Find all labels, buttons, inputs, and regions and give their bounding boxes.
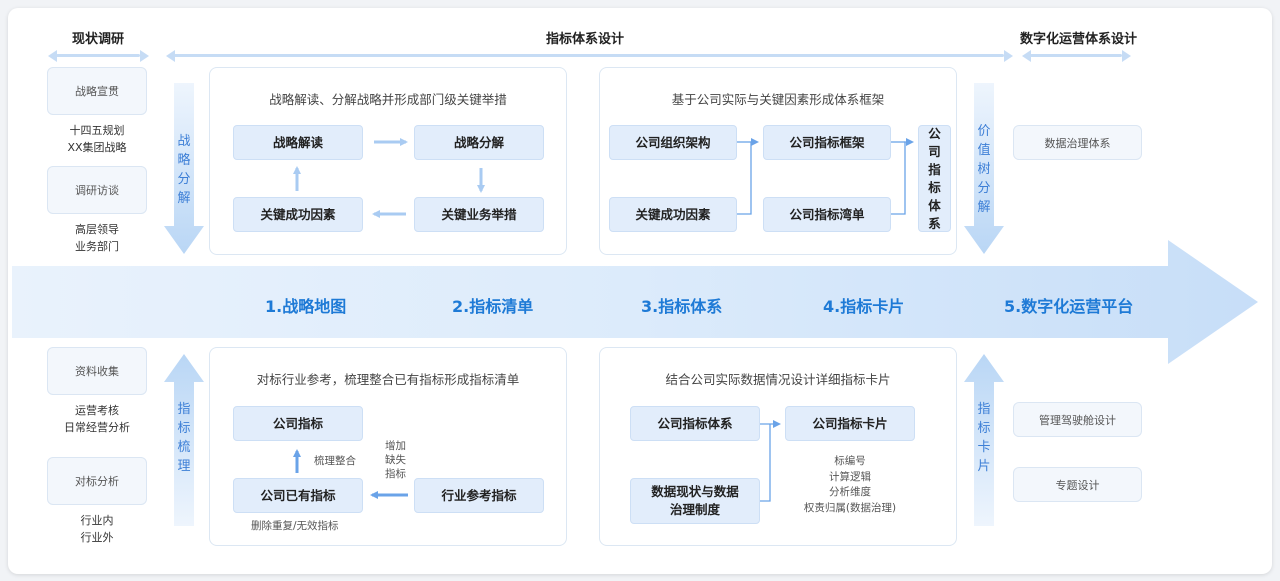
right-box-cockpit: 管理驾驶舱设计 [1013,402,1142,437]
conn-tr-2 [737,138,759,215]
left-note-line: XX集团战略 [67,141,127,154]
left-box-strategy-promo: 战略宣贯 [47,67,147,115]
box-data-governance: 数据现状与数据治理制度 [630,478,760,524]
header-current-research: 现状调研 [72,32,125,47]
card-detail-item: 计算逻辑 [829,470,871,483]
left-note-strategy-promo: 十四五规划 XX集团战略 [47,122,147,156]
step-strategy-map: 1.战略地图 [265,297,347,316]
left-note-line: 业务部门 [75,240,119,253]
left-note-interview: 高层领导 业务部门 [47,221,147,255]
connector-arrows [293,138,914,502]
header-arrow-line-1 [56,54,140,57]
step-indicator-card: 4.指标卡片 [823,297,905,316]
left-note-line: 高层领导 [75,223,119,236]
card-detail-item: 权责归属(数据治理) [803,501,897,514]
box-key-business-action: 关键业务举措 [414,197,544,232]
left-note-data-collect: 运营考核 日常经营分析 [47,402,147,436]
box-strategy-decompose: 战略分解 [414,125,544,160]
box-company-org: 公司组织架构 [609,125,737,160]
box-company-indicator-list: 公司指标湾单 [763,197,891,232]
header-arrow-left-head-2 [166,50,175,62]
diagram-canvas: 现状调研 指标体系设计 数字化运营体系设计 战略宣贯 十四五规划 XX集团战略 … [8,8,1272,574]
box-key-success-factor-2: 关键成功因素 [609,197,737,232]
conn-br-2 [760,424,771,502]
note-remove-duplicate: 删除重复/无效指标 [251,520,339,532]
left-note-line: 行业内 [80,514,114,527]
left-note-line: 十四五规划 [69,124,125,137]
box-company-indicator-card: 公司指标卡片 [785,406,915,441]
vlabel-indicator-card: 指标卡片 [977,402,991,474]
value-tree-arrow [964,83,1004,254]
header-arrow-right-head-2 [1004,50,1013,62]
left-box-benchmark: 对标分析 [47,457,147,505]
right-box-topic: 专题设计 [1013,467,1142,502]
main-flow-band [12,83,1258,526]
header-arrow-line-3 [1030,54,1122,57]
box-key-success-factor: 关键成功因素 [233,197,363,232]
step-indicator-list: 2.指标清单 [452,297,534,316]
header-arrow-right-head-3 [1122,50,1131,62]
card-detail-item: 分析维度 [829,486,871,498]
left-note-line: 行业外 [80,531,114,544]
left-box-data-collect: 资料收集 [47,347,147,395]
strategy-decompose-arrow [164,83,204,254]
vlabel-strategy-decompose: 战略分解 [177,134,191,206]
indicator-card-arrow [964,354,1004,526]
vlabel-indicator-sort: 指标梳理 [177,402,191,474]
left-note-benchmark: 行业内 行业外 [47,512,147,546]
note-integrate: 梳理整合 [314,455,356,467]
box-company-indicator: 公司指标 [233,406,363,441]
header-arrow-right-head [140,50,149,62]
left-note-line: 运营考核 [75,404,119,417]
panel-strategy-map-title: 战略解读、分解战略并形成部门级关键举措 [269,92,507,107]
box-company-indicator-framework: 公司指标框架 [763,125,891,160]
note-add-missing: 增加缺失指标 [385,440,406,480]
header-indicator-design: 指标体系设计 [546,32,625,47]
indicator-sort-arrow [164,354,204,526]
box-company-indicator-system: 公司指标体系 [918,125,951,232]
left-box-interview: 调研访谈 [47,166,147,214]
header-arrow-left-head [48,50,57,62]
card-details: 标编号 计算逻辑 分析维度 权责归属(数据治理) [785,454,915,516]
panel-indicator-card-title: 结合公司实际数据情况设计详细指标卡片 [665,372,891,387]
vlabel-value-tree: 价值树分解 [977,124,991,215]
box-company-indicator-system-2: 公司指标体系 [630,406,760,441]
card-detail-item: 标编号 [834,455,866,467]
box-strategy-interpret: 战略解读 [233,125,363,160]
right-box-data-governance: 数据治理体系 [1013,125,1142,160]
step-digital-platform: 5.数字化运营平台 [1004,297,1134,316]
panel-indicator-framework-title: 基于公司实际与关键因素形成体系框架 [671,92,885,107]
header-arrow-left-head-3 [1022,50,1031,62]
left-note-line: 日常经营分析 [64,421,130,434]
conn-tr-4 [891,138,914,215]
box-industry-reference: 行业参考指标 [414,478,544,513]
panel-indicator-list-title: 对标行业参考，梳理整合已有指标形成指标清单 [256,372,520,387]
box-existing-indicator: 公司已有指标 [233,478,363,513]
header-arrow-line-2 [174,54,1004,57]
header-digital-ops-design: 数字化运营体系设计 [1020,32,1138,47]
step-indicator-system: 3.指标体系 [641,297,723,316]
